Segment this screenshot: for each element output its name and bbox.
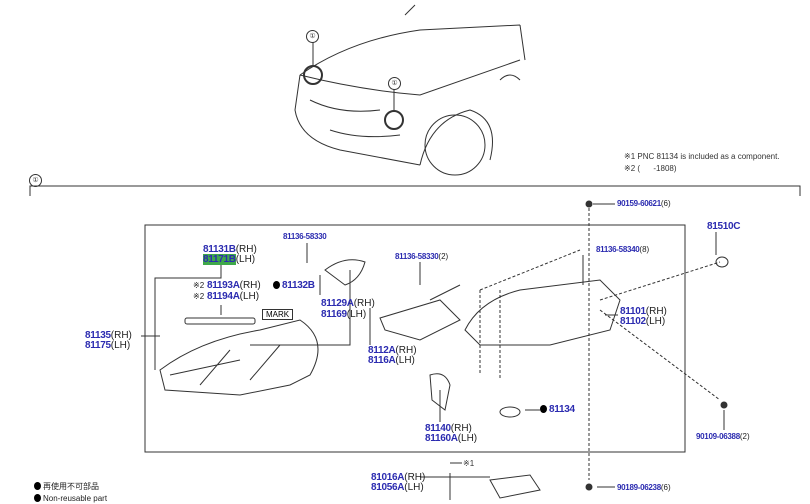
part-label[interactable]: 90189-06238(6) bbox=[617, 483, 671, 492]
part-label[interactable]: 81135(RH) bbox=[85, 330, 132, 341]
mark-label: MARK bbox=[262, 309, 294, 320]
part-label[interactable]: 81140(RH) bbox=[425, 423, 472, 434]
part-label[interactable]: ※2 81194A(LH) bbox=[193, 291, 260, 302]
part-label[interactable]: 81136-58340(8) bbox=[596, 245, 650, 254]
part-label[interactable]: 81134 bbox=[540, 405, 575, 415]
legend-non-reusable-en: Non-reusable part bbox=[34, 494, 107, 504]
part-label[interactable]: 81102(LH) bbox=[620, 316, 666, 327]
part-label[interactable]: 81136-58330 bbox=[283, 232, 327, 241]
part-label[interactable]: 81056A(LH) bbox=[371, 482, 424, 493]
part-label[interactable]: 81132B bbox=[273, 281, 315, 291]
non-reusable-dot-icon bbox=[273, 281, 280, 289]
non-reusable-dot-icon bbox=[34, 482, 41, 490]
reference-note-1: ※1 bbox=[463, 459, 475, 468]
car-front-illustration bbox=[294, 4, 526, 176]
callout-marker: ① bbox=[306, 30, 319, 43]
part-label[interactable]: 8112A(RH) bbox=[368, 345, 417, 356]
part-label[interactable]: 81510C bbox=[707, 221, 741, 232]
non-reusable-dot-icon bbox=[34, 494, 41, 502]
callout-marker: ① bbox=[388, 77, 401, 90]
part-label[interactable]: 81169(LH) bbox=[321, 309, 367, 320]
part-label[interactable]: 81136-58330(2) bbox=[395, 252, 449, 261]
part-label[interactable]: 81101(RH) bbox=[620, 306, 667, 317]
part-label[interactable]: ※2 81193A(RH) bbox=[193, 280, 261, 291]
part-label[interactable]: 81129A(RH) bbox=[321, 298, 375, 309]
part-label-highlighted[interactable]: 81171B(LH) bbox=[203, 254, 256, 265]
section-marker: ① bbox=[29, 174, 42, 187]
part-label[interactable]: 8116A(LH) bbox=[368, 355, 415, 366]
part-label[interactable]: 81160A(LH) bbox=[425, 433, 478, 444]
footnote-2: ※2 ( -1808) bbox=[624, 164, 677, 173]
part-label[interactable]: 81016A(RH) bbox=[371, 472, 426, 483]
part-label[interactable]: 90159-60621(6) bbox=[617, 199, 671, 208]
non-reusable-dot-icon bbox=[540, 405, 547, 413]
part-label[interactable]: 81175(LH) bbox=[85, 340, 131, 351]
part-label[interactable]: 90109-06388(2) bbox=[696, 432, 750, 441]
legend-non-reusable-jp: 再使用不可部品 bbox=[34, 482, 99, 492]
footnote-1: ※1 PNC 81134 is included as a component. bbox=[624, 152, 780, 161]
part-label[interactable]: 81131B(RH) bbox=[203, 244, 257, 255]
